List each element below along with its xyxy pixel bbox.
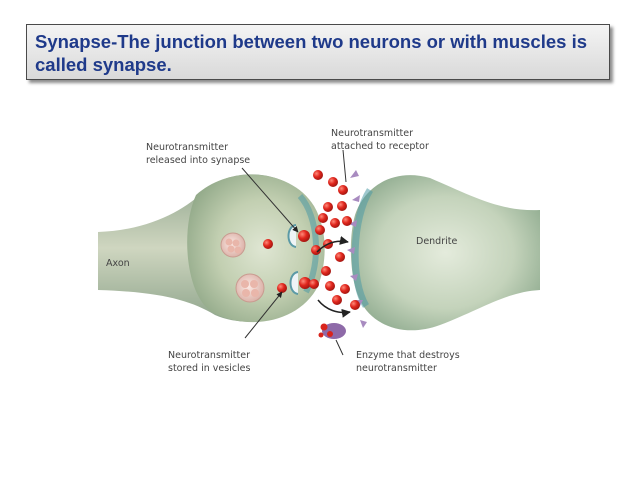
label-dendrite: Dendrite [416, 236, 457, 247]
vesicle [235, 273, 265, 303]
neurotransmitter-molecules [263, 170, 360, 310]
vesicle [220, 232, 246, 258]
flow-arrows [316, 236, 351, 318]
leader-lines [241, 149, 347, 356]
dendrite-body [350, 175, 540, 331]
axon-terminal [98, 174, 325, 323]
release-site [289, 271, 311, 295]
label-nt-stored: Neurotransmitter stored in vesicles [168, 350, 253, 374]
label-nt-released: Neurotransmitter released into synapse [146, 142, 250, 166]
slide-title-box: Synapse-The junction between two neurons… [26, 24, 610, 80]
label-axon: Axon [106, 258, 130, 269]
label-nt-attached: Neurotransmitter attached to receptor [331, 128, 429, 152]
slide-title: Synapse-The junction between two neurons… [35, 31, 588, 75]
label-enzyme: Enzyme that destroys neurotransmitter [356, 350, 463, 374]
enzyme-molecule [318, 323, 346, 339]
